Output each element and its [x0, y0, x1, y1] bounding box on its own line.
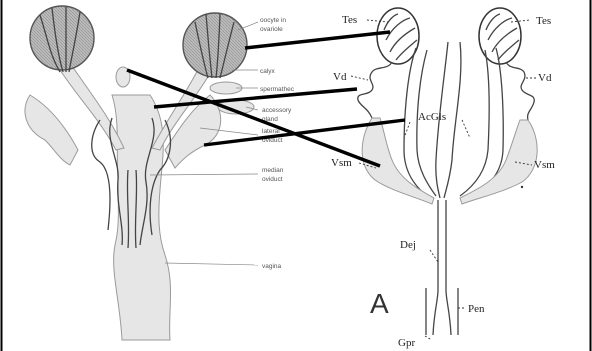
female-reproductive-system: [25, 6, 258, 340]
left-testis: [377, 8, 419, 64]
label-dej: Dej: [400, 239, 416, 251]
label-spermatheca: spermathec: [260, 86, 295, 93]
label-ovariole: ovariole: [260, 26, 283, 33]
label-calyx: calyx: [260, 68, 276, 75]
label-vd-right: Vd: [538, 72, 552, 84]
label-tes-right: Tes: [536, 15, 551, 27]
label-vagina: vagina: [262, 263, 282, 270]
label-accessory-gland-1: accessory: [262, 107, 292, 114]
label-median-oviduct-1: median: [262, 167, 284, 174]
label-vd-left: Vd: [333, 71, 347, 83]
match-line-ovary-testis: [245, 32, 390, 48]
label-median-oviduct-2: oviduct: [262, 176, 283, 183]
match-line-calyx-vsm: [127, 70, 380, 166]
label-acgls: AcGls: [418, 111, 446, 123]
right-ovary: [183, 13, 247, 77]
label-lateral-oviduct-1: lateral: [262, 128, 280, 135]
label-vsm-left: Vsm: [331, 157, 352, 169]
label-panel-a: A: [370, 288, 389, 319]
label-tes-left: Tes: [342, 14, 357, 26]
label-pen: Pen: [468, 303, 485, 315]
right-testis: [479, 8, 521, 64]
label-gpr: Gpr: [398, 337, 415, 349]
female-labels: oocyte in ovariole calyx spermathec acce…: [260, 17, 295, 270]
label-vsm-right: Vsm: [534, 159, 555, 171]
label-oocyte: oocyte in: [260, 17, 286, 24]
